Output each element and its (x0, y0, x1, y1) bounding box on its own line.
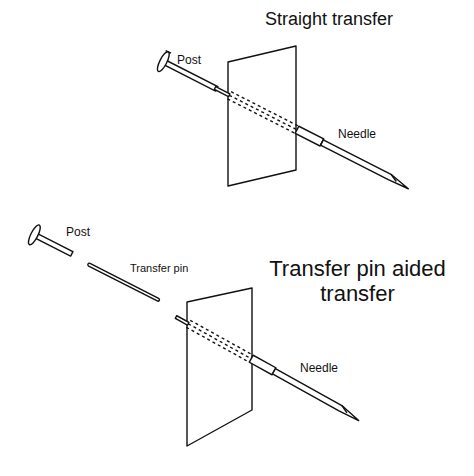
sheet (187, 288, 252, 446)
sheet (228, 46, 296, 186)
needle (213, 84, 411, 190)
needle (174, 314, 362, 423)
part-label: Transfer pin (130, 262, 188, 275)
part-label: Post (177, 54, 201, 68)
heading: Straight transfer (265, 9, 393, 30)
part-label: Needle (338, 128, 376, 142)
part-label: Needle (300, 362, 338, 376)
part-label: Post (66, 226, 90, 240)
post (155, 50, 222, 98)
heading: Transfer pin aided transfer (255, 256, 460, 307)
